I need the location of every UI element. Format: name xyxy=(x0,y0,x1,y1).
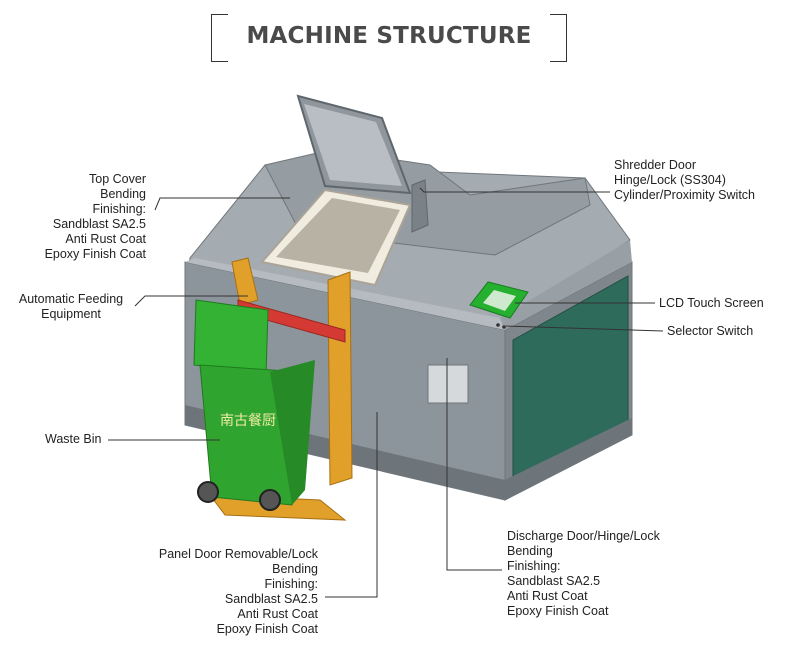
callout-top-cover xyxy=(154,197,290,211)
waste-bin-print: 南古餐厨 xyxy=(220,413,276,429)
callout-feeding xyxy=(134,295,248,307)
title-frame: MACHINE STRUCTURE xyxy=(211,14,567,62)
label-feeding-equipment: Automatic Feeding Equipment xyxy=(18,292,124,321)
feeding-frame-post-right xyxy=(327,271,353,486)
label-top-cover: Top Cover Bending Finishing: Sandblast S… xyxy=(44,172,146,261)
callout-discharge xyxy=(446,358,502,571)
label-selector-switch: Selector Switch xyxy=(667,324,754,338)
discharge-window xyxy=(427,364,469,404)
waste-bin-wheel-left xyxy=(197,481,219,503)
bevel-strip-side xyxy=(500,240,632,330)
base-skirt xyxy=(185,405,632,500)
callout-panel-door xyxy=(325,412,378,598)
label-shredder-door: Shredder Door Hinge/Lock (SS304) Cylinde… xyxy=(614,158,756,202)
callout-selector xyxy=(505,325,664,332)
label-waste-bin: Waste Bin xyxy=(45,432,102,446)
label-lcd-touch-screen: LCD Touch Screen xyxy=(659,296,764,310)
top-cover-lid-inner xyxy=(304,104,402,186)
selector-switch-knob xyxy=(496,323,500,327)
title-bracket-right xyxy=(550,14,567,62)
waste-bin-lid xyxy=(193,299,269,376)
title-bracket-left xyxy=(211,14,228,62)
lcd-screen-display xyxy=(483,290,516,311)
label-discharge-door: Discharge Door/Hinge/Lock Bending Finish… xyxy=(507,529,660,618)
waste-bin-side xyxy=(270,360,315,505)
feeding-frame-post-left xyxy=(231,257,259,306)
waste-bin-wheel-right xyxy=(259,489,281,511)
callout-shredder xyxy=(419,187,610,193)
hopper-inner xyxy=(276,198,400,273)
page-title: MACHINE STRUCTURE xyxy=(246,23,532,49)
shredder-door-block xyxy=(411,179,429,233)
selector-switch-knob-2 xyxy=(502,325,506,329)
label-panel-door: Panel Door Removable/Lock Bending Finish… xyxy=(158,547,318,636)
